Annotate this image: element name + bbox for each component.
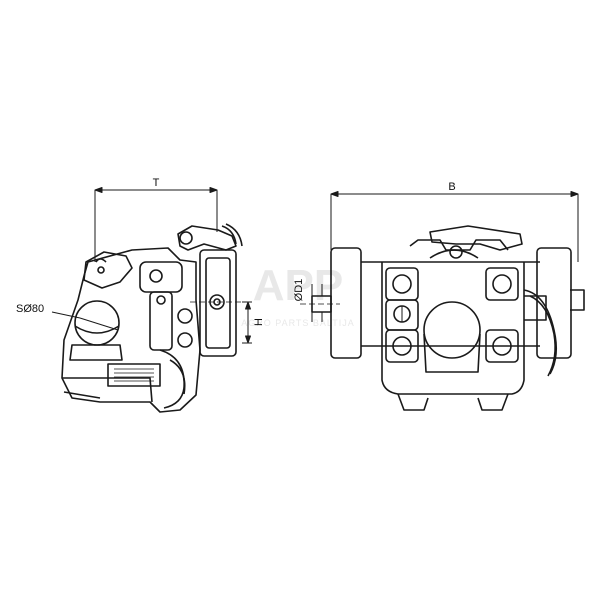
ball-size-label: SØ80 [16,303,44,315]
watermark: APP AGRO PARTS BALTIJA [241,261,355,328]
dimension-h [242,301,252,344]
dimension-h-label: H [253,318,265,326]
watermark-tagline: AGRO PARTS BALTIJA [241,318,355,328]
dimension-b [330,191,579,262]
dimension-t [94,187,218,262]
dimension-d1 [311,284,323,322]
dimension-d1-label: ØD1 [293,279,305,302]
dimension-b-label: B [448,181,455,193]
front-view [300,191,585,411]
watermark-logo: APP [253,261,343,310]
side-view [51,187,252,413]
ball-leader [51,311,119,331]
dimension-t-label: T [153,177,160,189]
